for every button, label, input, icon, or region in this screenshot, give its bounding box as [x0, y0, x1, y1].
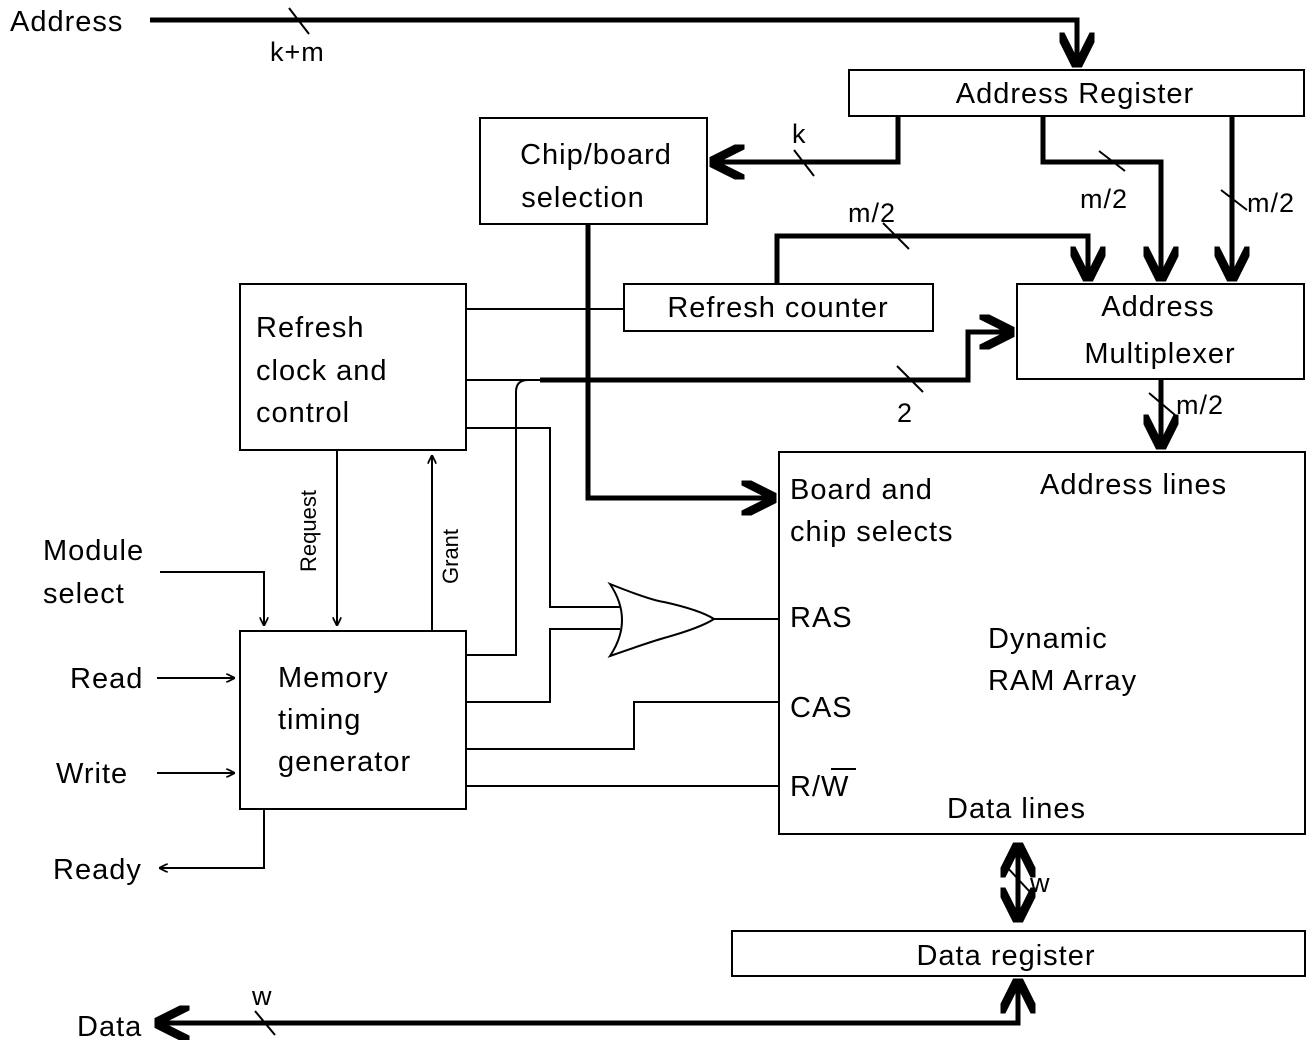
- refresh-clock-label-3: control: [256, 397, 350, 429]
- module-select-label-1: Module: [43, 535, 144, 567]
- address-multiplexer-label-2: Multiplexer: [1084, 338, 1235, 370]
- chip-select-bus: [713, 116, 901, 162]
- refresh-counter-block: Refresh counter: [623, 283, 934, 332]
- address-bus-width: k+m: [270, 37, 325, 67]
- mux-bus-b-tick: [1220, 189, 1248, 211]
- memory-timing-label-1: Memory: [278, 662, 389, 694]
- board-chip-selects-label-1: Board and: [790, 474, 933, 506]
- chip-board-selection-block: Chip/board selection: [479, 117, 708, 225]
- mux-to-ram-bus-width: m/2: [1176, 390, 1224, 420]
- timing-to-or-gate-line: [466, 628, 620, 703]
- chip-board-label-2: selection: [521, 182, 644, 214]
- request-label: Request: [296, 490, 321, 572]
- address-bus-tick: [288, 7, 310, 35]
- address-signal-label: Address: [10, 6, 123, 38]
- address-lines-label: Address lines: [1040, 469, 1227, 501]
- timing-to-mux-control-line: [466, 379, 540, 656]
- refresh-clock-to-or-gate-line: [466, 427, 620, 608]
- data-register-block: Data register: [731, 930, 1306, 977]
- refresh-counter-bus: [774, 233, 1088, 284]
- mux-to-ram-bus-tick: [1148, 392, 1176, 416]
- data-register-label: Data register: [916, 940, 1095, 972]
- ram-data-bus-width: w: [1029, 868, 1051, 898]
- memory-timing-generator-block: Memory timing generator: [239, 630, 467, 810]
- refresh-clock-label-2: clock and: [256, 355, 388, 387]
- ras-label: RAS: [790, 602, 853, 634]
- chip-select-to-ram-bus: [585, 224, 773, 498]
- mux-bus-a-width: m/2: [1080, 184, 1128, 214]
- mux-control-bus-width: 2: [897, 398, 913, 428]
- address-multiplexer-block: Address Multiplexer: [1016, 283, 1305, 380]
- mux-bus-b-width: m/2: [1247, 188, 1295, 218]
- dram-title-1: Dynamic: [988, 623, 1108, 655]
- mux-control-bus: [540, 332, 1011, 383]
- board-chip-selects-label-2: chip selects: [790, 516, 954, 548]
- module-select-line: [160, 571, 264, 625]
- cas-line: [466, 701, 779, 750]
- write-bar-letter: W: [821, 771, 849, 803]
- read-write-label: R/W: [790, 771, 849, 803]
- read-write-prefix: R/: [790, 771, 821, 803]
- refresh-counter-label: Refresh counter: [667, 292, 888, 324]
- memory-timing-label-3: generator: [278, 746, 411, 778]
- read-signal-label: Read: [70, 663, 143, 695]
- refresh-clock-control-block: Refresh clock and control: [239, 283, 467, 451]
- memory-timing-label-2: timing: [278, 704, 361, 736]
- address-multiplexer-label-1: Address: [1101, 291, 1214, 323]
- chip-select-bus-tick: [793, 149, 815, 177]
- dram-title-2: RAM Array: [988, 665, 1137, 697]
- grant-label: Grant: [438, 529, 463, 584]
- mux-control-bus-tick: [896, 365, 924, 393]
- chip-select-bus-width: k: [792, 119, 807, 149]
- or-gate: [607, 581, 716, 658]
- address-register-label: Address Register: [956, 78, 1194, 110]
- ram-data-bus-tick: [1005, 865, 1031, 893]
- ready-signal-label: Ready: [53, 854, 142, 886]
- refresh-counter-bus-width: m/2: [848, 198, 896, 228]
- mux-bus-a-tick: [1098, 150, 1126, 172]
- cas-label: CAS: [790, 692, 853, 724]
- data-output-bus-width: w: [251, 981, 273, 1011]
- data-output-bus-tick: [254, 1010, 276, 1036]
- chip-board-label-1: Chip/board: [520, 139, 672, 171]
- address-register-block: Address Register: [848, 69, 1305, 117]
- data-signal-label: Data: [77, 1011, 142, 1040]
- refresh-clock-label-1: Refresh: [256, 312, 365, 344]
- ready-line: [160, 809, 265, 868]
- module-select-label-2: select: [43, 578, 125, 610]
- address-to-mux-bus-a: [1040, 116, 1161, 278]
- data-lines-label: Data lines: [947, 793, 1086, 825]
- data-output-bus: [158, 982, 1018, 1023]
- dynamic-ram-array-block: Board and chip selects Address lines RAS…: [778, 451, 1306, 835]
- address-input-bus: [150, 17, 1077, 64]
- write-signal-label: Write: [56, 758, 128, 790]
- refresh-counter-bus-tick: [882, 222, 910, 250]
